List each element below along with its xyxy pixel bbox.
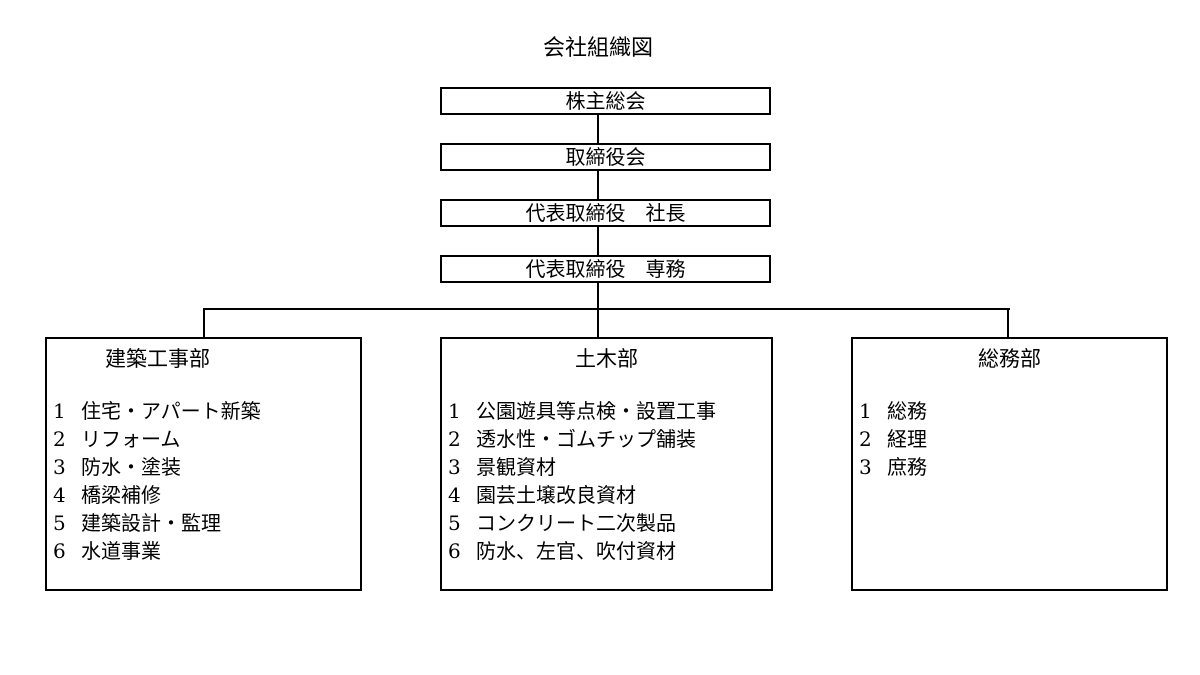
connector-line (1007, 308, 1009, 338)
dept-name: 土木部 (575, 347, 638, 371)
dept-name: 総務部 (978, 347, 1041, 371)
dept-name: 建築工事部 (105, 347, 210, 371)
connector-line (597, 171, 599, 199)
connector-line (597, 308, 599, 338)
connector-line (597, 115, 599, 143)
connector-line (597, 227, 599, 255)
box-president: 代表取締役 社長 (440, 199, 771, 227)
box-senior-managing-director: 代表取締役 専務 (440, 255, 771, 283)
connector-line (203, 308, 205, 338)
connector-line (597, 283, 599, 309)
box-shareholders-meeting: 株主総会 (440, 87, 771, 115)
branch-line (204, 308, 1010, 310)
box-board-of-directors: 取締役会 (440, 143, 771, 171)
chart-title: 会社組織図 (542, 36, 653, 61)
